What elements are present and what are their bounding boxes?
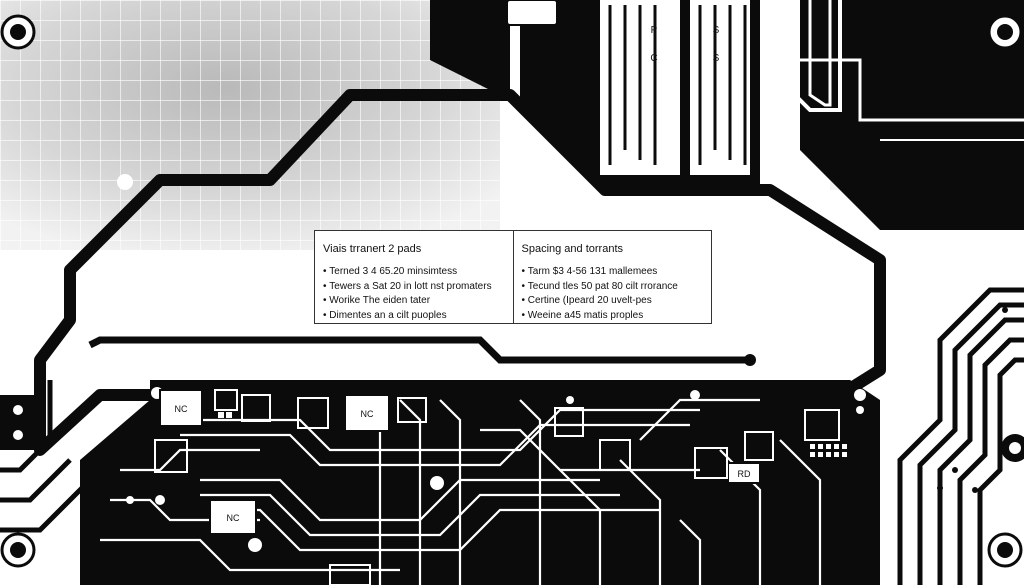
connector-labels: P C S S — [650, 25, 719, 64]
spacing-list: Tarm $3 4-56 131 mallemees Tecund tles 5… — [522, 265, 704, 323]
connector-label-c: C — [650, 53, 657, 64]
connector-label-s2: S — [713, 53, 720, 64]
top-trace-band — [430, 0, 1024, 230]
design-rules-table: Viais trranert 2 pads Terned 3 4 65.20 m… — [314, 230, 712, 324]
chip-nc-3: NC — [209, 499, 257, 535]
vias-column-title: Viais trranert 2 pads — [323, 243, 422, 255]
vias-list-item: Dimentes an a cilt puoples — [323, 309, 505, 324]
spacing-column-title: Spacing and torrants — [521, 243, 624, 255]
vias-list-item: Terned 3 4 65.20 minsimtess — [323, 265, 505, 280]
vias — [893, 18, 1008, 493]
chip-label: NC — [227, 513, 240, 523]
chip-nc-1: NC — [159, 389, 203, 427]
chip-nc-2: NC — [344, 394, 390, 432]
chip-label: NC — [361, 409, 374, 419]
vias-list-item: Worike The eiden tater — [323, 294, 505, 309]
left-edge-traces — [0, 380, 92, 533]
spacing-list-item: Weeine a45 matis proples — [522, 309, 704, 324]
spacing-list-item: Tarm $3 4-56 131 mallemees — [522, 265, 704, 280]
connector-label-p: P — [651, 25, 658, 36]
spacing-list-item: Certine (Ipeard 20 uvelt-pes — [522, 294, 704, 309]
chip-rd: RD — [727, 462, 761, 484]
mounting-holes — [0, 14, 1023, 568]
vias-list-item: Tewers a Sat 20 in lott nst promaters — [323, 280, 505, 295]
spacing-list-item: Tecund tles 50 pat 80 cilt rrorance — [522, 280, 704, 295]
chip-label: RD — [738, 469, 751, 479]
vias-list: Terned 3 4 65.20 minsimtess Tewers a Sat… — [323, 265, 505, 323]
lower-circuit-region: NC NC NC RD — [80, 380, 880, 585]
connector-label-s1: S — [713, 25, 720, 36]
chip-label: NC — [175, 404, 188, 414]
spacing-column: Spacing and torrants Tarm $3 4-56 131 ma… — [512, 231, 712, 323]
vias-column: Viais trranert 2 pads Terned 3 4 65.20 m… — [315, 231, 513, 323]
